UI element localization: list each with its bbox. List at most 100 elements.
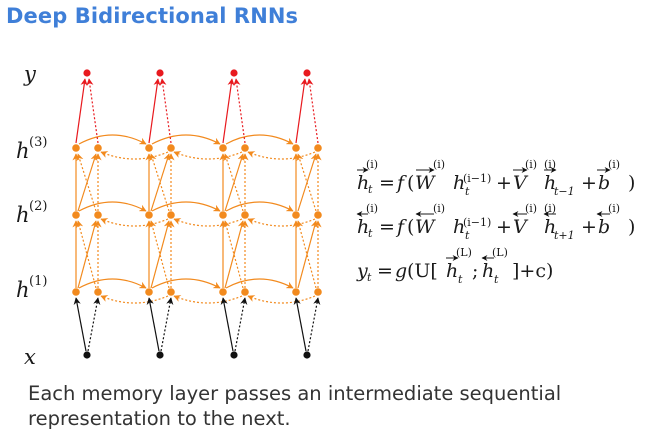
forward-hidden-node xyxy=(292,288,300,296)
eq1-V-sup: (i) xyxy=(525,158,537,171)
forward-recurrent-arrow xyxy=(225,201,294,212)
forward-hidden-node xyxy=(145,144,153,152)
eq1-equals: = xyxy=(379,172,395,194)
forward-hidden-node xyxy=(292,211,300,219)
eq3-semi: ; xyxy=(472,260,478,282)
backward-recurrent-arrow xyxy=(100,295,169,304)
eq3-h2-sup: (L) xyxy=(492,246,508,259)
forward-hidden-node xyxy=(219,288,227,296)
layer-cross-arrow-dotted xyxy=(223,220,244,289)
backward-hidden-node xyxy=(241,144,249,152)
backward-hidden-node xyxy=(241,288,249,296)
backward-recurrent-arrow xyxy=(173,151,243,160)
eq2-lhs-sub: t xyxy=(368,227,373,240)
eq1-f: f xyxy=(395,172,407,194)
output-arrow xyxy=(75,78,88,144)
backward-hidden-node xyxy=(314,144,322,152)
layer-cross-arrow xyxy=(224,220,245,289)
equation-backward: h (i) t = f ( W (i) h (i−1) t + V (i) h … xyxy=(356,202,635,242)
row-label-h2: h (2) xyxy=(16,199,47,227)
forward-recurrent-arrow xyxy=(78,134,147,145)
backward-hidden-node xyxy=(167,211,175,219)
row-label-x: x xyxy=(24,345,36,369)
backward-recurrent-arrow xyxy=(247,295,316,304)
row-label-h1-sup: (1) xyxy=(29,274,47,289)
eq2-close: ) xyxy=(628,216,635,238)
eq1-h: h xyxy=(453,172,465,194)
layer-cross-arrow-dotted xyxy=(149,153,170,212)
eq1-h-sub: t xyxy=(465,185,470,198)
eq1-close: ) xyxy=(628,172,635,194)
eq2-V: V xyxy=(513,216,529,238)
network-edges xyxy=(72,78,322,352)
layer-cross-arrow-dotted xyxy=(223,153,244,212)
eq2-h2: h xyxy=(544,216,556,238)
layer-cross-arrow-dotted xyxy=(76,220,97,289)
eq1-h2-sub: t−1 xyxy=(554,185,575,198)
eq3-g: g xyxy=(395,260,407,282)
eq2-W: W xyxy=(415,216,436,238)
backward-hidden-node xyxy=(94,144,102,152)
backward-hidden-node xyxy=(94,288,102,296)
eq2-h-sup: (i−1) xyxy=(463,216,491,229)
eq3-lhs-sub: t xyxy=(367,271,372,284)
caption-line-1: Each memory layer passes an intermediate… xyxy=(28,382,562,405)
slide-title: Deep Bidirectional RNNs xyxy=(6,4,299,28)
eq1-b-sup: (i) xyxy=(608,158,620,171)
input-arrow-dotted xyxy=(234,297,248,352)
eq2-plus1: + xyxy=(496,216,512,238)
eq1-b: b xyxy=(598,172,610,194)
eq3-h1-sub: t xyxy=(458,273,463,286)
eq1-lhs: h xyxy=(357,172,369,194)
eq2-h-sub: t xyxy=(465,229,470,242)
equation-forward: h (i) t = f ( W (i) h (i−1) t + V (i) h … xyxy=(357,158,635,198)
eq1-W: W xyxy=(415,172,436,194)
eq3-h2-sub: t xyxy=(494,273,499,286)
backward-recurrent-arrow xyxy=(247,151,316,160)
backward-recurrent-arrow xyxy=(100,151,169,160)
eq3-equals: = xyxy=(377,260,393,282)
eq1-W-sup: (i) xyxy=(433,158,445,171)
eq2-W-sup: (i) xyxy=(433,202,445,215)
eq1-open: ( xyxy=(407,172,414,194)
output-node xyxy=(83,69,91,77)
layer-cross-arrow xyxy=(297,220,318,289)
backward-hidden-node xyxy=(314,211,322,219)
forward-recurrent-arrow xyxy=(151,201,221,212)
forward-hidden-node xyxy=(292,144,300,152)
output-node xyxy=(156,69,164,77)
row-label-h3: h (3) xyxy=(16,135,47,163)
row-label-h1: h (1) xyxy=(16,274,47,302)
layer-cross-arrow-dotted xyxy=(149,220,170,289)
eq3-open: (U[ xyxy=(407,260,438,282)
input-node xyxy=(83,351,91,359)
equation-output: y t = g (U[ h (L) t ; h (L) t ]+c) xyxy=(356,246,553,286)
backward-recurrent-arrow xyxy=(173,295,243,304)
eq2-h: h xyxy=(453,216,465,238)
eq2-h2-sub: t+1 xyxy=(554,229,575,242)
forward-recurrent-arrow xyxy=(225,278,294,289)
eq3-close: ]+c) xyxy=(512,260,553,282)
row-label-h3-sup: (3) xyxy=(29,135,47,150)
eq2-b-sup: (i) xyxy=(608,202,620,215)
output-arrow-dotted xyxy=(306,78,319,144)
eq2-f: f xyxy=(395,216,407,238)
eq2-V-sup: (i) xyxy=(525,202,537,215)
forward-hidden-node xyxy=(72,144,80,152)
caption: Each memory layer passes an intermediate… xyxy=(28,381,628,431)
eq1-V: V xyxy=(513,172,529,194)
input-arrow-dotted xyxy=(87,297,101,352)
forward-recurrent-arrow xyxy=(151,278,221,289)
row-label-h3-base: h xyxy=(16,139,30,163)
eq1-h2-sup: (i) xyxy=(544,158,556,171)
backward-hidden-node xyxy=(94,211,102,219)
output-arrow xyxy=(295,78,308,144)
forward-recurrent-arrow xyxy=(225,134,294,145)
eq1-plus1: + xyxy=(496,172,512,194)
layer-cross-arrow xyxy=(77,220,98,289)
backward-hidden-node xyxy=(314,288,322,296)
row-labels: y h (3) h (2) h (1) x xyxy=(16,62,47,369)
layer-cross-arrow-dotted xyxy=(296,153,317,212)
eq2-lhs: h xyxy=(357,216,369,238)
